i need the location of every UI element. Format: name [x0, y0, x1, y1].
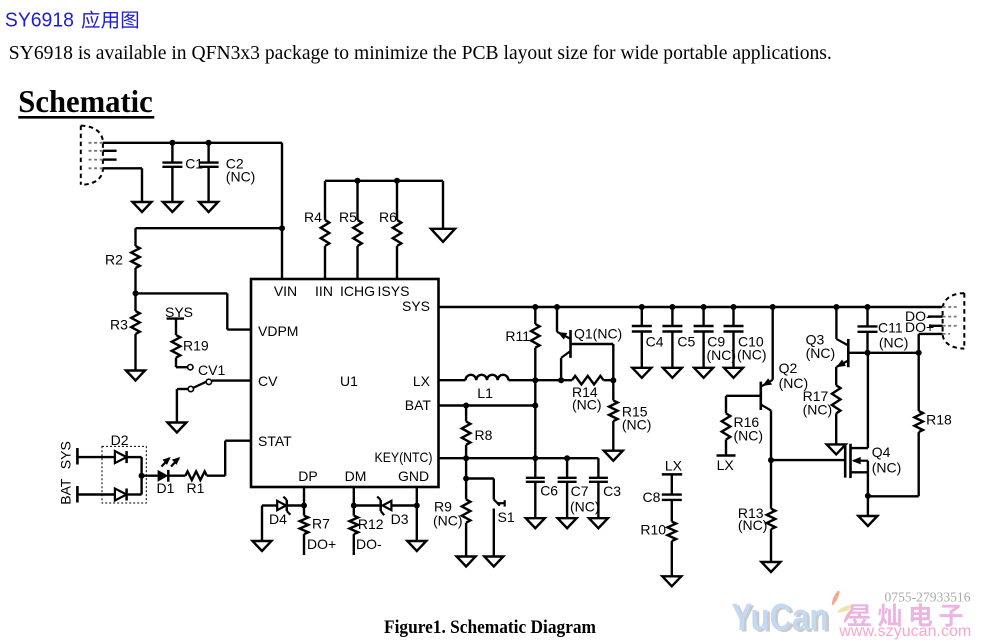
svg-text:DO-: DO- — [905, 308, 931, 324]
svg-text:YuCan: YuCan — [734, 599, 831, 641]
svg-text:LX: LX — [717, 457, 735, 473]
svg-text:SY6918: SY6918 — [5, 10, 74, 32]
svg-text:VIN: VIN — [274, 283, 297, 299]
svg-text:ISYS: ISYS — [378, 283, 410, 299]
svg-text:R9: R9 — [434, 499, 452, 515]
svg-text:Q3: Q3 — [806, 332, 825, 348]
svg-text:Schematic: Schematic — [18, 84, 153, 119]
svg-text:U1: U1 — [340, 373, 358, 389]
svg-text:(NC): (NC) — [738, 517, 768, 533]
svg-text:IIN: IIN — [315, 283, 333, 299]
svg-text:R19: R19 — [183, 338, 209, 354]
svg-text:STAT: STAT — [258, 433, 292, 449]
svg-text:R12: R12 — [358, 516, 384, 532]
svg-text:(NC): (NC) — [879, 335, 909, 351]
svg-text:Figure1. Schematic Diagram: Figure1. Schematic Diagram — [384, 617, 596, 638]
svg-text:BAT: BAT — [405, 397, 432, 413]
svg-text:C11: C11 — [878, 320, 903, 336]
svg-text:C7: C7 — [571, 483, 589, 499]
svg-text:GND: GND — [398, 468, 429, 484]
svg-text:R6: R6 — [379, 209, 397, 225]
svg-text:D1: D1 — [157, 480, 175, 496]
svg-text:SY6918 is available in QFN3x3: SY6918 is available in QFN3x3 package to… — [9, 42, 832, 64]
svg-text:R5: R5 — [339, 209, 357, 225]
svg-text:Q1(NC): Q1(NC) — [574, 326, 622, 342]
svg-text:R8: R8 — [475, 427, 493, 443]
svg-text:LX: LX — [413, 373, 431, 389]
svg-text:(NC): (NC) — [622, 417, 652, 433]
svg-text:(NC): (NC) — [734, 428, 764, 444]
svg-text:VDPM: VDPM — [258, 323, 298, 339]
svg-text:DM: DM — [345, 468, 367, 484]
svg-text:L1: L1 — [477, 385, 493, 401]
svg-text:KEY(NTC): KEY(NTC) — [375, 449, 433, 465]
svg-text:DO+: DO+ — [307, 536, 336, 552]
svg-text:SYS: SYS — [402, 298, 430, 314]
svg-text:R15: R15 — [622, 404, 648, 420]
svg-text:D2: D2 — [111, 432, 129, 448]
svg-text:BAT: BAT — [58, 478, 74, 505]
svg-text:R18: R18 — [926, 412, 952, 428]
svg-text:(NC): (NC) — [872, 460, 902, 476]
svg-text:C4: C4 — [646, 334, 664, 350]
svg-text:(NC): (NC) — [226, 169, 256, 185]
svg-text:R7: R7 — [312, 516, 330, 532]
svg-text:C2: C2 — [226, 156, 244, 172]
svg-text:R11: R11 — [505, 328, 530, 344]
svg-text:C6: C6 — [540, 483, 558, 499]
svg-text:(NC): (NC) — [570, 498, 600, 514]
svg-text:R4: R4 — [304, 209, 322, 225]
svg-text:D4: D4 — [269, 511, 287, 527]
svg-text:(NC): (NC) — [572, 397, 602, 413]
svg-text:C10: C10 — [738, 334, 764, 350]
svg-text:Q4: Q4 — [872, 444, 891, 460]
svg-text:S1: S1 — [498, 509, 515, 525]
svg-text:(NC): (NC) — [707, 347, 737, 363]
svg-text:DO-: DO- — [356, 536, 382, 552]
svg-text:Q2: Q2 — [779, 360, 798, 376]
svg-text:D3: D3 — [391, 511, 409, 527]
svg-text:R16: R16 — [734, 414, 760, 430]
svg-text:ICHG: ICHG — [340, 283, 375, 299]
svg-text:R2: R2 — [105, 252, 123, 268]
svg-text:C8: C8 — [643, 489, 661, 505]
svg-text:R13: R13 — [738, 505, 764, 521]
svg-text:(NC): (NC) — [433, 513, 463, 529]
svg-text:SYS: SYS — [58, 441, 74, 469]
svg-text:CV: CV — [258, 373, 278, 389]
svg-text:0755-27933516: 0755-27933516 — [885, 590, 971, 605]
svg-text:SYS: SYS — [165, 304, 193, 320]
svg-text:R1: R1 — [187, 480, 205, 496]
svg-text:LX: LX — [665, 458, 683, 474]
svg-text:(NC): (NC) — [803, 402, 833, 418]
svg-text:R14: R14 — [572, 384, 598, 400]
svg-text:(NC): (NC) — [737, 347, 767, 363]
svg-text:R17: R17 — [803, 388, 829, 404]
svg-text:C1: C1 — [185, 155, 203, 171]
svg-text:YuCan: YuCan — [731, 597, 828, 639]
svg-text:C5: C5 — [677, 334, 695, 350]
svg-text:C3: C3 — [603, 483, 621, 499]
svg-text:CV1: CV1 — [198, 362, 225, 378]
svg-text:www.szyucan.com: www.szyucan.com — [838, 623, 971, 640]
svg-text:R3: R3 — [110, 317, 128, 333]
svg-text:DO+: DO+ — [905, 319, 934, 335]
svg-text:R10: R10 — [640, 522, 666, 538]
svg-text:DP: DP — [298, 468, 317, 484]
svg-text:(NC): (NC) — [779, 375, 809, 391]
svg-text:C9: C9 — [707, 334, 725, 350]
svg-text:(NC): (NC) — [806, 345, 836, 361]
